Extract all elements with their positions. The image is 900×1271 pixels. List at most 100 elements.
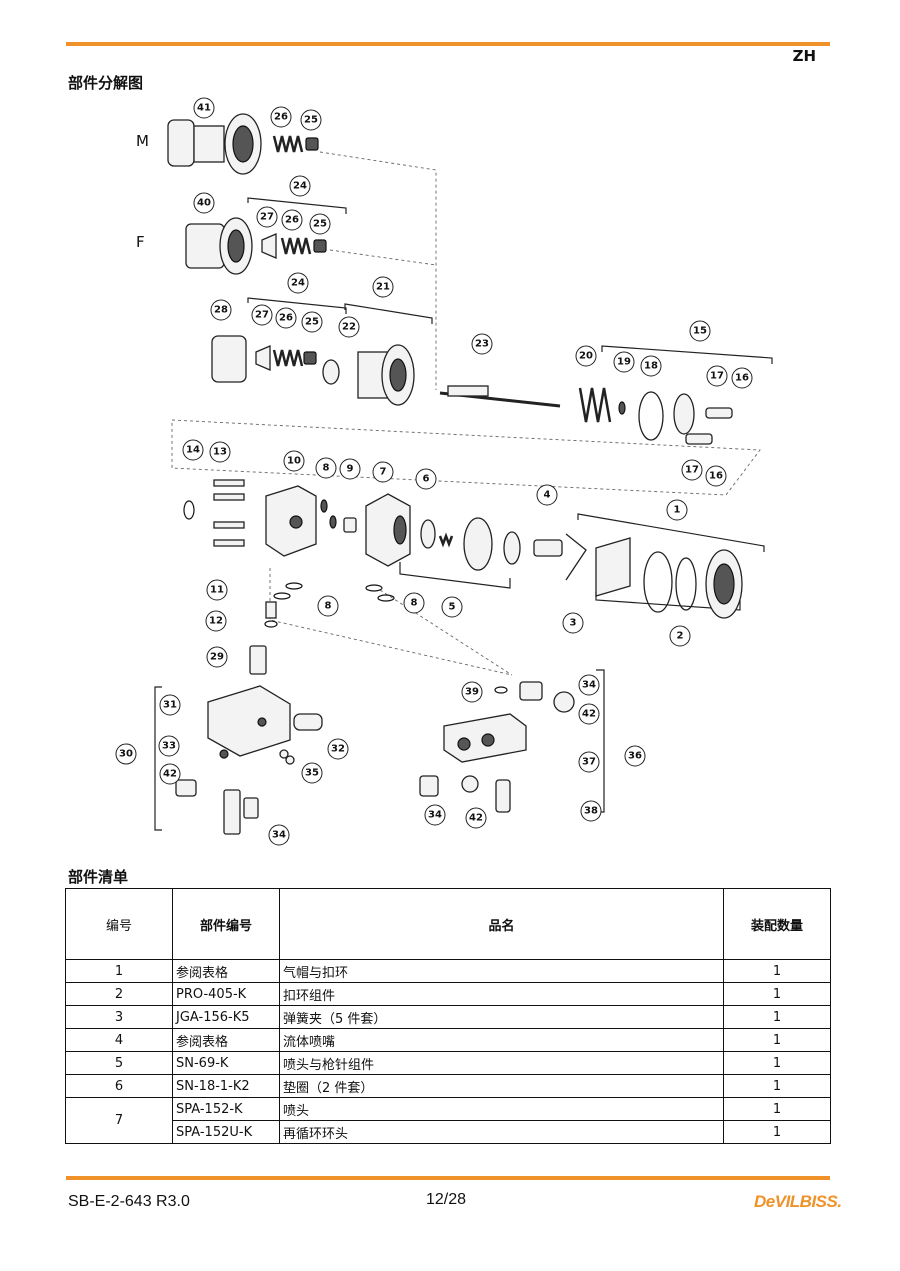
callout-number: 28 xyxy=(214,305,228,316)
callout-8: 8 xyxy=(403,592,425,614)
diagram-title: 部件分解图 xyxy=(68,74,144,92)
callout-number: 7 xyxy=(380,467,387,478)
callout-number: 11 xyxy=(210,585,224,596)
table-row: 4 参阅表格 流体喷嘴 1 xyxy=(65,1028,831,1052)
callout-number: 30 xyxy=(119,749,133,760)
callout-10: 10 xyxy=(283,450,305,472)
col-header-name: 品名 xyxy=(279,888,724,960)
callout-42: 42 xyxy=(159,763,181,785)
callout-38: 38 xyxy=(580,800,602,822)
callout-16: 16 xyxy=(705,465,727,487)
callout-number: 38 xyxy=(584,806,598,817)
callout-number: 16 xyxy=(709,471,723,482)
callout-26: 26 xyxy=(281,209,303,231)
callout-number: 13 xyxy=(213,447,227,458)
callout-number: 25 xyxy=(313,219,327,230)
brand-logo: DeVILBISS. xyxy=(754,1192,842,1211)
table-row: 7 SPA-152-K 喷头 1 xyxy=(65,1097,831,1144)
callout-number: 9 xyxy=(347,464,354,475)
callout-number: 37 xyxy=(582,757,596,768)
callout-number: 6 xyxy=(423,474,430,485)
callout-16: 16 xyxy=(731,367,753,389)
cell-name: 喷头 xyxy=(279,1097,724,1121)
cell-no: 6 xyxy=(65,1074,173,1098)
callout-number: 29 xyxy=(210,652,224,663)
cell-no: 7 xyxy=(65,1097,173,1144)
callout-number: 42 xyxy=(469,813,483,824)
callout-34: 34 xyxy=(268,824,290,846)
callout-25: 25 xyxy=(300,109,322,131)
cell-part-no: PRO-405-K xyxy=(172,982,280,1006)
callout-24: 24 xyxy=(287,272,309,294)
table-row: 5 SN-69-K 喷头与枪针组件 1 xyxy=(65,1051,831,1075)
callout-32: 32 xyxy=(327,738,349,760)
callout-30: 30 xyxy=(115,743,137,765)
table-header-row: 编号 部件编号 品名 装配数量 xyxy=(65,888,831,960)
callout-number: 15 xyxy=(693,326,707,337)
callout-37: 37 xyxy=(578,751,600,773)
callout-11: 11 xyxy=(206,579,228,601)
callout-number: 33 xyxy=(162,741,176,752)
callout-21: 21 xyxy=(372,276,394,298)
cell-no: 4 xyxy=(65,1028,173,1052)
cell-name: 弹簧夹（5 件套） xyxy=(279,1005,724,1029)
cell-qty: 1 xyxy=(723,1028,831,1052)
callout-17: 17 xyxy=(706,365,728,387)
callout-13: 13 xyxy=(209,441,231,463)
callout-number: 26 xyxy=(285,215,299,226)
callout-number: 41 xyxy=(197,103,211,114)
cell-part-no: SPA-152-K xyxy=(172,1097,280,1121)
table-row: 3 JGA-156-K5 弹簧夹（5 件套） 1 xyxy=(65,1005,831,1029)
callout-number: 8 xyxy=(325,601,332,612)
callout-33: 33 xyxy=(158,735,180,757)
callout-number: 18 xyxy=(644,361,658,372)
callout-number: 34 xyxy=(582,680,596,691)
callout-number: 25 xyxy=(305,317,319,328)
callout-27: 27 xyxy=(256,206,278,228)
callout-number: 27 xyxy=(255,310,269,321)
callout-40: 40 xyxy=(193,192,215,214)
cell-no: 5 xyxy=(65,1051,173,1075)
cell-name: 喷头与枪针组件 xyxy=(279,1051,724,1075)
cell-name: 气帽与扣环 xyxy=(279,959,724,983)
callout-number: 27 xyxy=(260,212,274,223)
callout-20: 20 xyxy=(575,345,597,367)
cell-name: 扣环组件 xyxy=(279,982,724,1006)
cell-no: 3 xyxy=(65,1005,173,1029)
callout-number: 31 xyxy=(163,700,177,711)
callout-18: 18 xyxy=(640,355,662,377)
callout-7: 7 xyxy=(372,461,394,483)
callout-15: 15 xyxy=(689,320,711,342)
callout-3: 3 xyxy=(562,612,584,634)
callout-number: 34 xyxy=(272,830,286,841)
callout-36: 36 xyxy=(624,745,646,767)
callout-6: 6 xyxy=(415,468,437,490)
cell-part-no: SN-69-K xyxy=(172,1051,280,1075)
callout-number: 20 xyxy=(579,351,593,362)
exploded-view-diagram: M F xyxy=(115,97,773,846)
cell-part-no: JGA-156-K5 xyxy=(172,1005,280,1029)
callout-number: 26 xyxy=(279,313,293,324)
col-header-part-no: 部件编号 xyxy=(172,888,280,960)
callout-number: 16 xyxy=(735,373,749,384)
callout-4: 4 xyxy=(536,484,558,506)
cell-name: 再循环环头 xyxy=(279,1120,724,1144)
callout-number: 8 xyxy=(323,463,330,474)
callout-24: 24 xyxy=(289,175,311,197)
callout-42: 42 xyxy=(578,703,600,725)
callout-27: 27 xyxy=(251,304,273,326)
callout-1: 1 xyxy=(666,499,688,521)
header-rule xyxy=(66,42,830,46)
callout-number: 40 xyxy=(197,198,211,209)
table-row: 1 参阅表格 气帽与扣环 1 xyxy=(65,959,831,983)
callout-28: 28 xyxy=(210,299,232,321)
cell-qty: 1 xyxy=(723,982,831,1006)
callout-5: 5 xyxy=(441,596,463,618)
callout-41: 41 xyxy=(193,97,215,119)
callout-number: 10 xyxy=(287,456,301,467)
callout-number: 24 xyxy=(291,278,305,289)
callout-number: 26 xyxy=(274,112,288,123)
cell-name: 垫圈（2 件套） xyxy=(279,1074,724,1098)
callout-19: 19 xyxy=(613,351,635,373)
